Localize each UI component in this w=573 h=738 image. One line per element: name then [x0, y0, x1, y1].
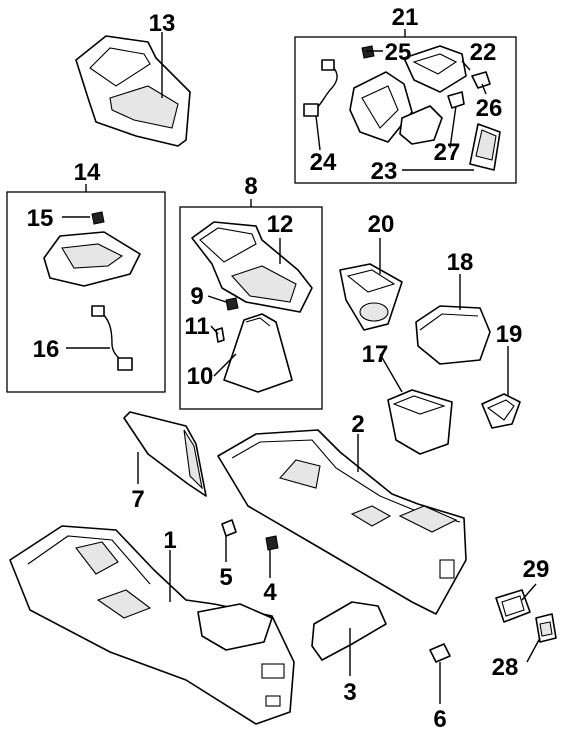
part-21-switch-assembly [303, 45, 501, 171]
callout-16: 16 [33, 336, 60, 363]
callout-19: 19 [496, 321, 523, 348]
callout-20: 20 [368, 211, 395, 238]
callout-25: 25 [385, 39, 412, 66]
callout-2: 2 [351, 411, 364, 438]
callout-14: 14 [74, 159, 101, 186]
callout-12: 12 [267, 211, 294, 238]
callout-18: 18 [447, 249, 474, 276]
callout-8: 8 [244, 173, 257, 200]
part-5-clip [221, 519, 237, 537]
callout-23: 23 [371, 158, 398, 185]
callout-7: 7 [131, 486, 144, 513]
part-29-switch [495, 589, 531, 623]
part-9-clip [225, 297, 239, 311]
callout-6: 6 [433, 706, 446, 733]
part-13-shift-bezel [75, 35, 191, 147]
callout-5: 5 [219, 564, 232, 591]
callout-21: 21 [392, 4, 419, 31]
part-3-bracket [311, 601, 387, 661]
part-20-cup-holder [339, 263, 403, 331]
part-14-switch-panel [43, 211, 141, 371]
callout-10: 10 [187, 363, 214, 390]
part-18-console-lid [415, 305, 491, 365]
part-2-rear-console [217, 429, 467, 615]
callout-11: 11 [184, 313, 209, 340]
callout-27: 27 [434, 139, 461, 166]
callout-29: 29 [523, 556, 550, 583]
part-19-bracket [481, 393, 521, 429]
part-10-shift-boot [223, 313, 293, 393]
part-12-bezel [191, 221, 313, 313]
callout-4: 4 [263, 579, 277, 606]
callout-13: 13 [149, 10, 176, 37]
leader-lines [62, 32, 541, 704]
part-6-grommet [429, 643, 451, 663]
part-1-front-console [9, 525, 295, 725]
callout-15: 15 [27, 205, 54, 232]
part-17-storage-bin [387, 389, 453, 455]
part-4-nut [265, 535, 279, 551]
part-28-switch-cover [535, 613, 557, 643]
callout-28: 28 [492, 654, 519, 681]
part-11-screw [215, 327, 225, 343]
callout-24: 24 [310, 149, 337, 176]
part-7-side-trim [123, 411, 207, 497]
callout-22: 22 [470, 39, 497, 66]
callout-1: 1 [163, 527, 176, 554]
callout-26: 26 [476, 95, 503, 122]
callout-9: 9 [190, 283, 203, 310]
callout-17: 17 [362, 341, 389, 368]
callout-3: 3 [343, 679, 356, 706]
